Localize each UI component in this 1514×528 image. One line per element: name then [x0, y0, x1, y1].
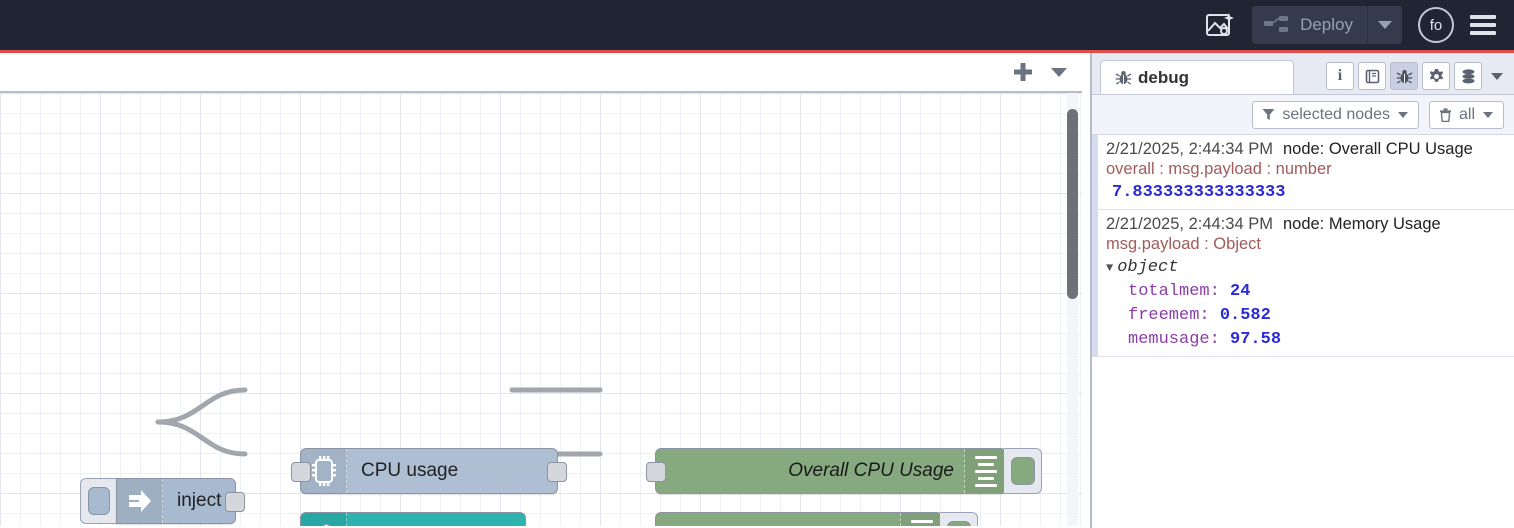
flow-list-chevron-down-icon[interactable]: [1050, 67, 1068, 78]
deploy-label: Deploy: [1300, 15, 1353, 34]
debug-object-property: memusage: 97.58: [1128, 330, 1282, 349]
chevron-down-icon: [1397, 111, 1408, 118]
bug-icon: [1115, 71, 1132, 85]
debug-lines-icon: [964, 449, 1006, 493]
user-avatar[interactable]: fo: [1418, 7, 1454, 43]
sidebar-tool-buttons: i: [1326, 62, 1508, 90]
server-box-icon: [301, 513, 347, 526]
debug-message-value: 7.833333333333333: [1112, 183, 1286, 202]
node-memory[interactable]: Memory: [300, 512, 526, 526]
debug-filter-row: selected nodes all: [1092, 95, 1514, 135]
node-debug-overall-cpu-usage-body[interactable]: Overall CPU Usage: [646, 448, 1042, 494]
debug-object-root[interactable]: ▼ object: [1106, 258, 1508, 277]
deploy-button[interactable]: Deploy: [1252, 6, 1402, 44]
deploy-nodes-icon: [1264, 16, 1289, 32]
inject-trigger-button[interactable]: [80, 478, 116, 524]
node-memory-label: Memory: [347, 524, 444, 526]
flow-canvas[interactable]: inject: [0, 93, 1082, 526]
node-memory-body[interactable]: Memory: [300, 512, 526, 526]
node-debug-memory-usage-body[interactable]: Memory Usage: [655, 512, 978, 526]
debug-lines-icon: [900, 513, 942, 526]
node-debug-memory-usage[interactable]: Memory Usage: [655, 512, 978, 526]
node-cpu-usage-input-port[interactable]: [291, 462, 311, 482]
debug-node-filter-button[interactable]: selected nodes: [1252, 100, 1419, 129]
node-debug-overall-cpu-usage-input-port[interactable]: [646, 462, 666, 482]
debug-node-filter-label: selected nodes: [1282, 105, 1390, 123]
deploy-button-main[interactable]: Deploy: [1252, 6, 1368, 44]
trash-icon: [1439, 107, 1451, 122]
chevron-down-icon: [1483, 111, 1493, 118]
context-data-icon[interactable]: [1454, 62, 1482, 90]
microchip-icon: [301, 449, 347, 493]
workspace: inject: [0, 53, 1082, 528]
image-sparkle-icon[interactable]: [1200, 5, 1240, 45]
debug-message-topic: msg.payload : Object: [1106, 235, 1261, 253]
app-header: Deploy fo: [0, 0, 1514, 53]
add-flow-icon[interactable]: [1012, 61, 1034, 83]
node-debug-memory-usage-toggle[interactable]: [940, 512, 978, 526]
debug-message-timestamp: 2/21/2025, 2:44:34 PM: [1106, 215, 1273, 233]
debug-message-source-node[interactable]: node: Memory Usage: [1282, 215, 1441, 233]
debug-property-key: memusage: [1128, 330, 1210, 349]
info-icon[interactable]: i: [1326, 62, 1354, 90]
debug-bug-icon[interactable]: [1390, 62, 1418, 90]
debug-object-property: freemem: 0.582: [1128, 306, 1271, 325]
debug-message-list[interactable]: 2/21/2025, 2:44:34 PM node: Overall CPU …: [1092, 135, 1514, 528]
debug-property-key: totalmem: [1128, 282, 1210, 301]
node-debug-overall-cpu-usage[interactable]: Overall CPU Usage: [646, 448, 1042, 494]
debug-property-value: 97.58: [1230, 330, 1282, 349]
debug-message-source-node[interactable]: node: Overall CPU Usage: [1282, 140, 1473, 158]
node-debug-overall-cpu-usage-label: Overall CPU Usage: [788, 460, 954, 481]
node-debug-overall-cpu-usage-toggle[interactable]: [1004, 448, 1042, 494]
debug-message-timestamp: 2/21/2025, 2:44:34 PM: [1106, 140, 1273, 158]
debug-clear-label: all: [1458, 105, 1475, 123]
funnel-icon: [1262, 109, 1275, 120]
node-cpu-usage[interactable]: CPU usage: [291, 448, 567, 494]
tab-debug[interactable]: debug: [1100, 60, 1294, 94]
debug-object-property: totalmem: 24: [1128, 282, 1251, 301]
debug-message[interactable]: 2/21/2025, 2:44:34 PM node: Overall CPU …: [1092, 135, 1514, 210]
debug-message-header: 2/21/2025, 2:44:34 PM node: Overall CPU …: [1106, 140, 1508, 159]
tab-debug-label: debug: [1138, 67, 1189, 87]
arrow-right-icon: [117, 479, 163, 523]
node-cpu-usage-body[interactable]: CPU usage: [291, 448, 567, 494]
sidebar-tabbar: debug i: [1092, 53, 1514, 95]
debug-message[interactable]: 2/21/2025, 2:44:34 PM node: Memory Usage…: [1092, 210, 1514, 357]
help-book-icon[interactable]: [1358, 62, 1386, 90]
node-inject-output-port[interactable]: [225, 492, 246, 512]
workspace-tabbar: [0, 53, 1082, 93]
node-inject[interactable]: inject: [80, 478, 246, 524]
canvas-vertical-scrollbar[interactable]: [1067, 93, 1078, 526]
avatar-initials: fo: [1429, 16, 1443, 34]
debug-message-topic: overall : msg.payload : number: [1106, 160, 1332, 178]
config-gear-icon[interactable]: [1422, 62, 1450, 90]
debug-property-key: freemem: [1128, 306, 1200, 325]
sidebar-more-chevron-down-icon[interactable]: [1486, 62, 1508, 90]
node-inject-body[interactable]: inject: [116, 478, 246, 524]
debug-message-header: 2/21/2025, 2:44:34 PM node: Memory Usage: [1106, 215, 1508, 234]
hamburger-menu-icon[interactable]: [1470, 11, 1496, 39]
node-cpu-usage-label: CPU usage: [361, 460, 459, 481]
caret-down-icon[interactable]: ▼: [1106, 260, 1114, 275]
debug-property-value: 24: [1230, 282, 1251, 301]
deploy-caret-icon[interactable]: [1368, 6, 1402, 44]
debug-property-value: 0.582: [1219, 306, 1271, 325]
node-cpu-usage-output-port[interactable]: [547, 462, 567, 482]
sidebar: debug i: [1090, 53, 1514, 528]
node-debug-memory-usage-label: Memory Usage: [747, 524, 900, 526]
debug-clear-button[interactable]: all: [1428, 100, 1504, 129]
debug-object-label: object: [1117, 258, 1179, 277]
node-inject-label: inject: [177, 490, 222, 511]
